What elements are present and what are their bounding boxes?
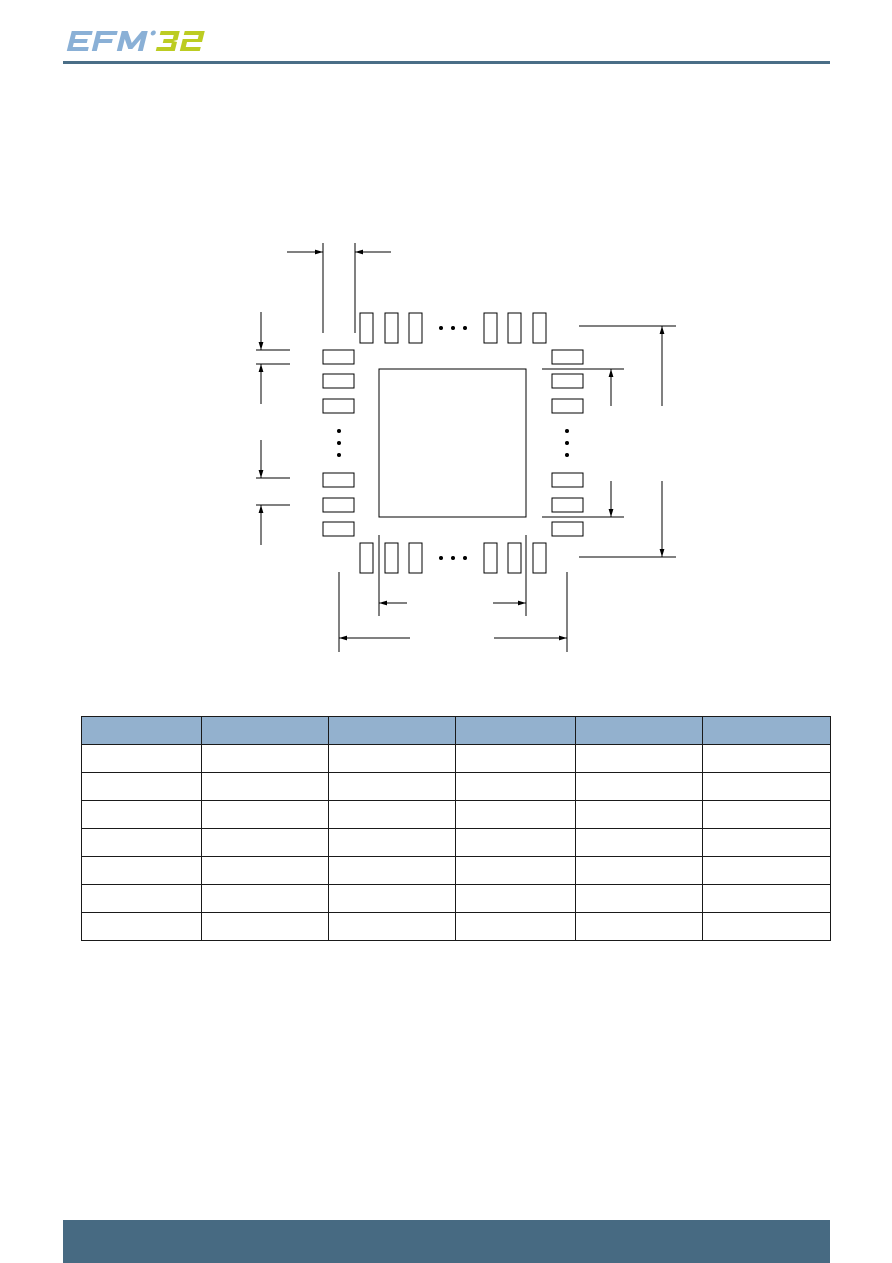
pad-bottom-2 xyxy=(384,542,399,574)
table-cell xyxy=(455,772,576,801)
pad-left-1 xyxy=(322,349,355,365)
table-cell xyxy=(81,744,202,773)
table-cell xyxy=(81,856,202,885)
table-cell xyxy=(455,828,576,857)
table-cell xyxy=(575,912,703,941)
table-cell xyxy=(455,912,576,941)
efm32-logo xyxy=(66,30,205,51)
pad-bottom-5 xyxy=(507,542,522,574)
table-cell xyxy=(201,772,329,801)
pad-top-5 xyxy=(507,312,522,344)
table-header-cell xyxy=(702,716,831,745)
pad-bottom-1 xyxy=(359,542,374,574)
table-row xyxy=(81,744,831,773)
table-cell xyxy=(702,772,831,801)
qfn-footprint-drawing xyxy=(256,243,676,652)
table-header-cell xyxy=(201,716,329,745)
thermal-pad xyxy=(378,368,527,518)
pad-right-5 xyxy=(551,497,584,513)
table-cell xyxy=(201,912,329,941)
pad-top-6 xyxy=(532,312,547,344)
table-cell xyxy=(201,856,329,885)
pad-right-3 xyxy=(551,398,584,414)
pad-right-1 xyxy=(551,349,584,365)
table-cell xyxy=(702,912,831,941)
table-cell xyxy=(81,800,202,829)
pad-left-4 xyxy=(322,472,355,488)
table-cell xyxy=(328,800,456,829)
pad-left-3 xyxy=(322,398,355,414)
table-cell xyxy=(455,884,576,913)
table-row xyxy=(81,800,831,829)
table-cell xyxy=(81,912,202,941)
dimension-table xyxy=(81,716,831,941)
table-cell xyxy=(702,856,831,885)
table-row xyxy=(81,884,831,913)
table-cell xyxy=(455,800,576,829)
pad-bottom-4 xyxy=(483,542,498,574)
table-cell xyxy=(575,800,703,829)
table-cell xyxy=(201,884,329,913)
table-row xyxy=(81,828,831,857)
pad-bottom-6 xyxy=(532,542,547,574)
table-cell xyxy=(575,772,703,801)
table-cell xyxy=(328,744,456,773)
table-row xyxy=(81,856,831,885)
pad-top-2 xyxy=(384,312,399,344)
table-header-cell xyxy=(328,716,456,745)
table-cell xyxy=(81,884,202,913)
pad-right-4 xyxy=(551,472,584,488)
table-cell xyxy=(201,744,329,773)
table-cell xyxy=(81,772,202,801)
pad-right-2 xyxy=(551,373,584,389)
table-cell xyxy=(702,884,831,913)
table-cell xyxy=(575,744,703,773)
table-cell xyxy=(702,828,831,857)
table-cell xyxy=(455,856,576,885)
table-cell xyxy=(575,828,703,857)
pad-left-5 xyxy=(322,497,355,513)
pad-right-6 xyxy=(551,521,584,537)
pad-bottom-3 xyxy=(408,542,423,574)
pad-left-2 xyxy=(322,373,355,389)
table-row xyxy=(81,772,831,801)
table-cell xyxy=(328,856,456,885)
table-header-cell xyxy=(81,716,202,745)
table-cell xyxy=(328,884,456,913)
table-cell xyxy=(455,744,576,773)
pad-top-3 xyxy=(408,312,423,344)
table-cell xyxy=(81,828,202,857)
table-header-cell xyxy=(575,716,703,745)
pad-top-1 xyxy=(359,312,374,344)
table-cell xyxy=(328,828,456,857)
table-cell xyxy=(328,912,456,941)
table-cell xyxy=(201,828,329,857)
table-row xyxy=(81,912,831,941)
table-cell xyxy=(201,800,329,829)
table-header-row xyxy=(81,716,831,745)
table-cell xyxy=(575,856,703,885)
table-cell xyxy=(575,884,703,913)
table-header-cell xyxy=(455,716,576,745)
header-rule xyxy=(63,61,830,64)
pad-top-4 xyxy=(483,312,498,344)
footer-bar xyxy=(63,1220,830,1263)
pad-left-6 xyxy=(322,521,355,537)
table-cell xyxy=(702,744,831,773)
table-cell xyxy=(702,800,831,829)
table-cell xyxy=(328,772,456,801)
